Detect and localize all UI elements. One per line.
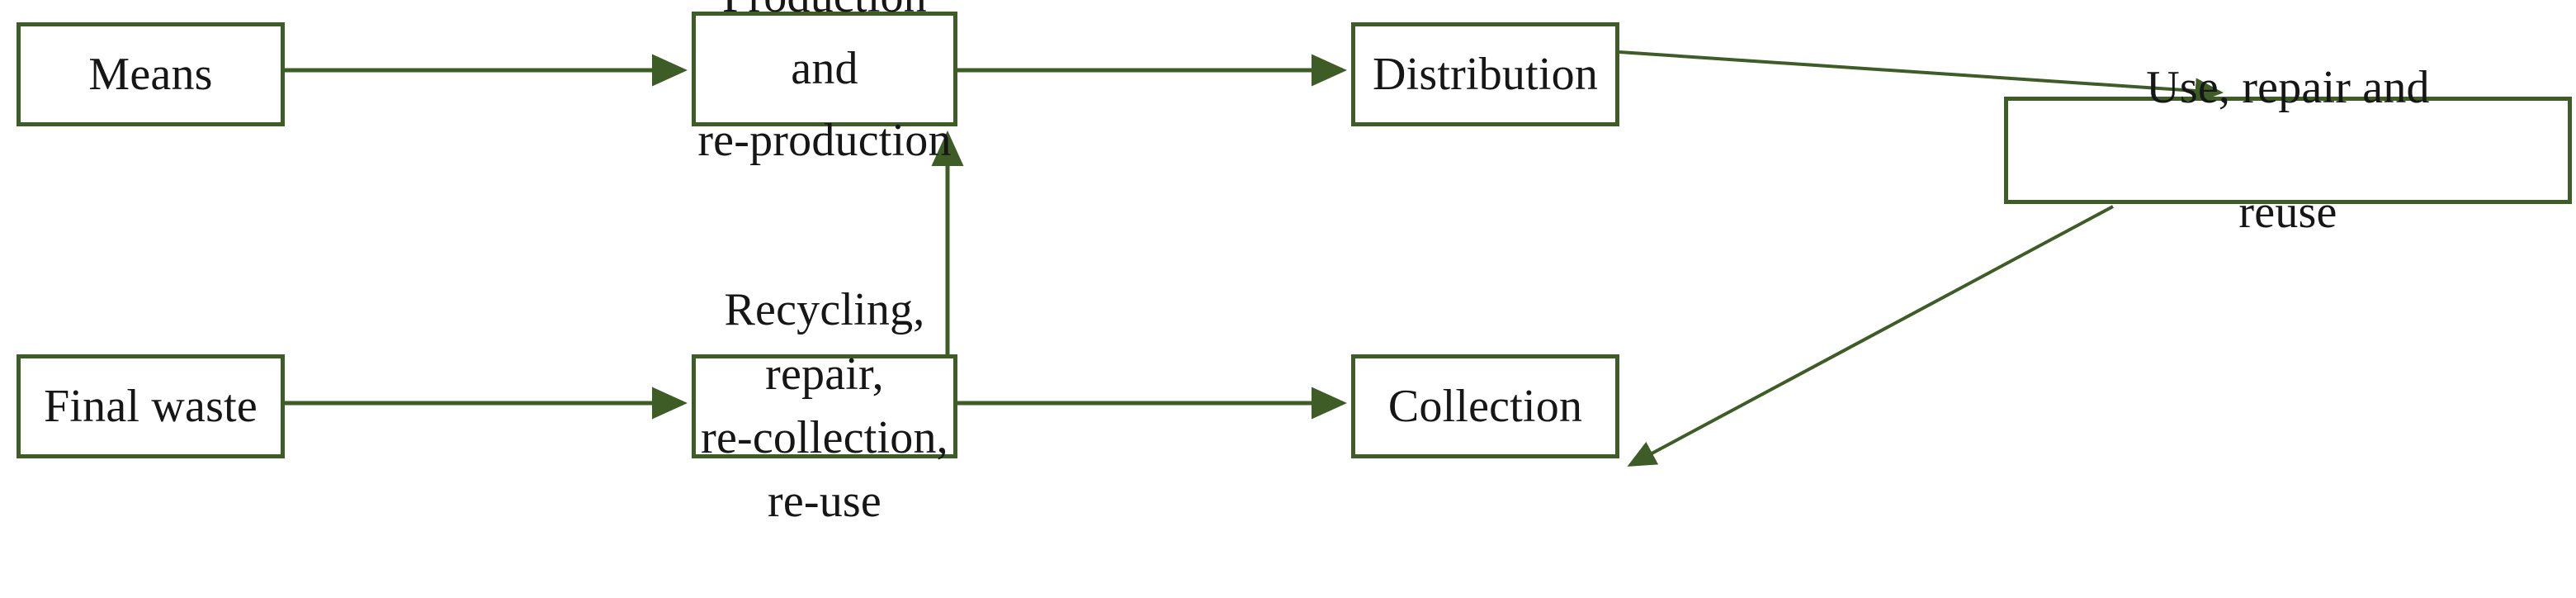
node-use-repair-reuse-label: Use, repair and reuse xyxy=(2146,61,2430,238)
node-recycling-label: Recycling, repair, re-collection, re-use xyxy=(701,284,948,528)
node-means-label: Means xyxy=(88,48,213,100)
node-final-waste[interactable]: Final waste xyxy=(17,354,285,458)
node-collection-label: Collection xyxy=(1387,380,1583,432)
node-distribution-label: Distribution xyxy=(1372,48,1599,100)
node-production[interactable]: Production and re-production xyxy=(692,0,957,166)
node-production-label: Production and re-production xyxy=(697,0,952,166)
node-means[interactable]: Means xyxy=(17,22,285,126)
edge-distribution-to-use xyxy=(1619,50,2224,104)
node-recycling[interactable]: Recycling, repair, re-collection, re-use xyxy=(692,284,957,527)
node-distribution[interactable]: Distribution xyxy=(1351,22,1619,126)
edge-use-to-collection xyxy=(1627,205,2114,467)
node-use-repair-reuse[interactable]: Use, repair and reuse xyxy=(2004,62,2572,238)
node-collection[interactable]: Collection xyxy=(1351,354,1619,458)
node-final-waste-label: Final waste xyxy=(44,380,258,432)
